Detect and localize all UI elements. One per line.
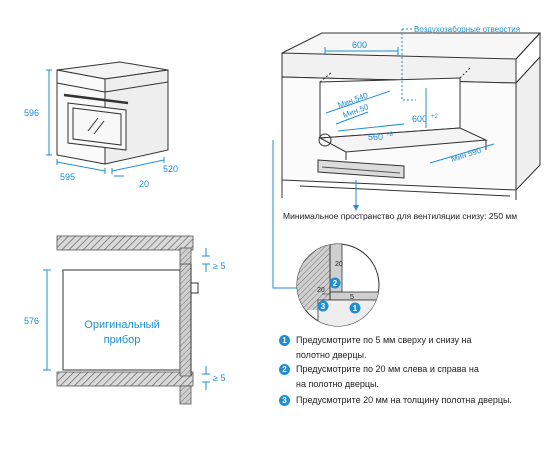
inner-width-label: 560 [368, 132, 383, 142]
cabinet-height-tolerance: +2 [431, 114, 439, 120]
oven-width-label: 595 [60, 172, 75, 182]
detail-marker-1: 1 [353, 304, 358, 313]
detail-20-left: 20 [317, 287, 325, 294]
oven-panel-label: 20 [139, 179, 149, 189]
note-2: 2 Предусмотрите по 20 мм слева и справа н… [279, 362, 549, 392]
detail-marker-3: 3 [321, 302, 326, 311]
oven-view [46, 61, 169, 177]
note-3-number: 3 [279, 395, 290, 407]
gap-top-label: ≥ 5 [213, 261, 225, 271]
cabinet-height-label: 600 [412, 114, 427, 124]
note-2-line2: на полотно дверцы. [296, 379, 379, 389]
detail-5: 5 [350, 294, 354, 301]
oven-depth-label: 520 [163, 164, 178, 174]
oven-height-label: 596 [24, 108, 39, 118]
cabinet-view [272, 28, 542, 289]
note-1: 1 Предусмотрите по 5 мм сверху и снизу на… [279, 333, 549, 363]
section-height-label: 576 [24, 316, 39, 326]
gap-bottom-label: ≥ 5 [213, 373, 225, 383]
inner-width-tolerance: +8 [386, 132, 394, 138]
note-1-line2: полотно дверцы. [296, 350, 367, 360]
device-label-line1: Оригинальный [84, 319, 159, 331]
detail-circle [296, 243, 380, 327]
detail-marker-2: 2 [333, 279, 338, 288]
detail-20-top: 20 [335, 261, 343, 268]
device-label-line2: прибор [104, 334, 141, 346]
note-2-number: 2 [279, 364, 290, 376]
note-2-line1: Предусмотрите по 20 мм слева и справа на [296, 364, 479, 374]
note-3-line1: Предусмотрите 20 мм на толщину полотна д… [296, 395, 512, 405]
air-intake-label: Воздухозаборные отверстия [414, 25, 520, 34]
section-view [43, 235, 210, 405]
ventilation-note: Минимальное пространство для вентиляции … [283, 211, 517, 221]
cabinet-width-label: 600 [352, 40, 367, 50]
note-1-line1: Предусмотрите по 5 мм сверху и снизу на [296, 335, 472, 345]
note-1-number: 1 [279, 335, 290, 347]
note-3: 3 Предусмотрите 20 мм на толщину полотна … [279, 393, 549, 408]
